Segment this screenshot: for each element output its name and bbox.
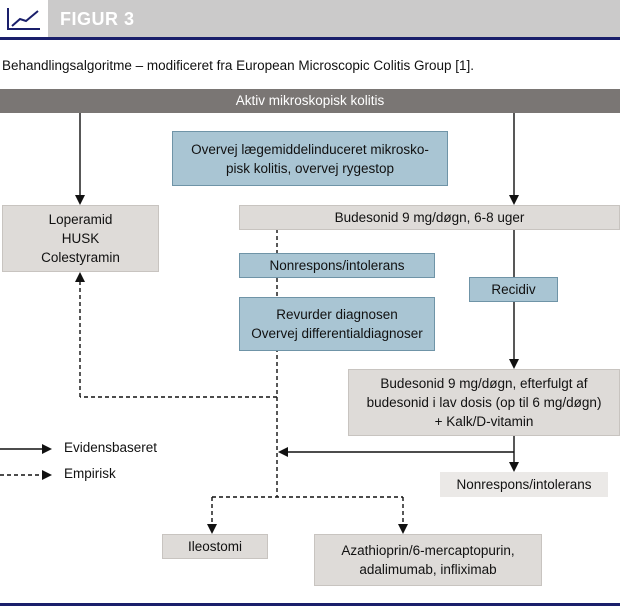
azathioprin-box: Azathioprin/6-mercaptopurin, adalimumab,… [314,534,542,586]
nonrespons-2-line: Nonrespons/intolerans [456,477,592,492]
budesonid-initial-box: Budesonid 9 mg/døgn, 6-8 uger [239,205,620,230]
line-chart-icon [7,8,40,30]
loperamid-box: Loperamid HUSK Colestyramin [2,205,159,272]
nonrespons-1-line: Nonrespons/intolerans [269,258,405,273]
ileostomi-line: Ileostomi [187,539,243,554]
recidiv-line: Recidiv [491,282,536,297]
maintenance-line-1: Budesonid 9 mg/døgn, efterfulgt af [380,376,588,391]
revurder-line-2: Overvej differentialdiagnoser [251,326,423,341]
nonrespons-box-2: Nonrespons/intolerans [440,472,608,497]
nonrespons-box-1: Nonrespons/intolerans [239,253,435,278]
azathioprin-line-1: Azathioprin/6-mercaptopurin, [341,543,515,558]
maintenance-line-3: + Kalk/D-vitamin [434,414,534,429]
budesonid-maintenance-box: Budesonid 9 mg/døgn, efterfulgt af budes… [348,369,620,436]
monitor-box: Overvej lægemiddelinduceret mikrosko- pi… [172,131,448,186]
azathioprin-line-2: adalimumab, infliximab [359,562,497,577]
figure-icon-box [0,0,48,37]
maintenance-line-2: budesonid i lav dosis (op til 6 mg/døgn) [366,395,602,410]
figure-caption: Behandlingsalgoritme – modificeret fra E… [2,58,474,73]
figure-label: FIGUR 3 [60,9,135,29]
recidiv-box: Recidiv [469,277,558,302]
budesonid-initial-line: Budesonid 9 mg/døgn, 6-8 uger [334,210,525,225]
loperamid-line-2: HUSK [61,231,100,246]
loperamid-line-3: Colestyramin [41,250,120,265]
monitor-line-1: Overvej lægemiddelinduceret mikrosko- [191,141,429,157]
figure-header-bar: FIGUR 3 [0,0,620,40]
revurder-box: Revurder diagnosen Overvej differentiald… [239,297,435,351]
legend-evidence-label: Evidensbaseret [64,440,158,455]
active-colitis-band: Aktiv mikroskopisk kolitis [0,89,620,113]
monitor-line-2: pisk kolitis, overvej rygestop [225,160,395,176]
bottom-rule [0,603,620,606]
legend-empirical-label: Empirisk [64,466,116,481]
ileostomi-box: Ileostomi [162,534,268,559]
revurder-line-1: Revurder diagnosen [276,307,398,322]
loperamid-line-1: Loperamid [48,212,113,227]
